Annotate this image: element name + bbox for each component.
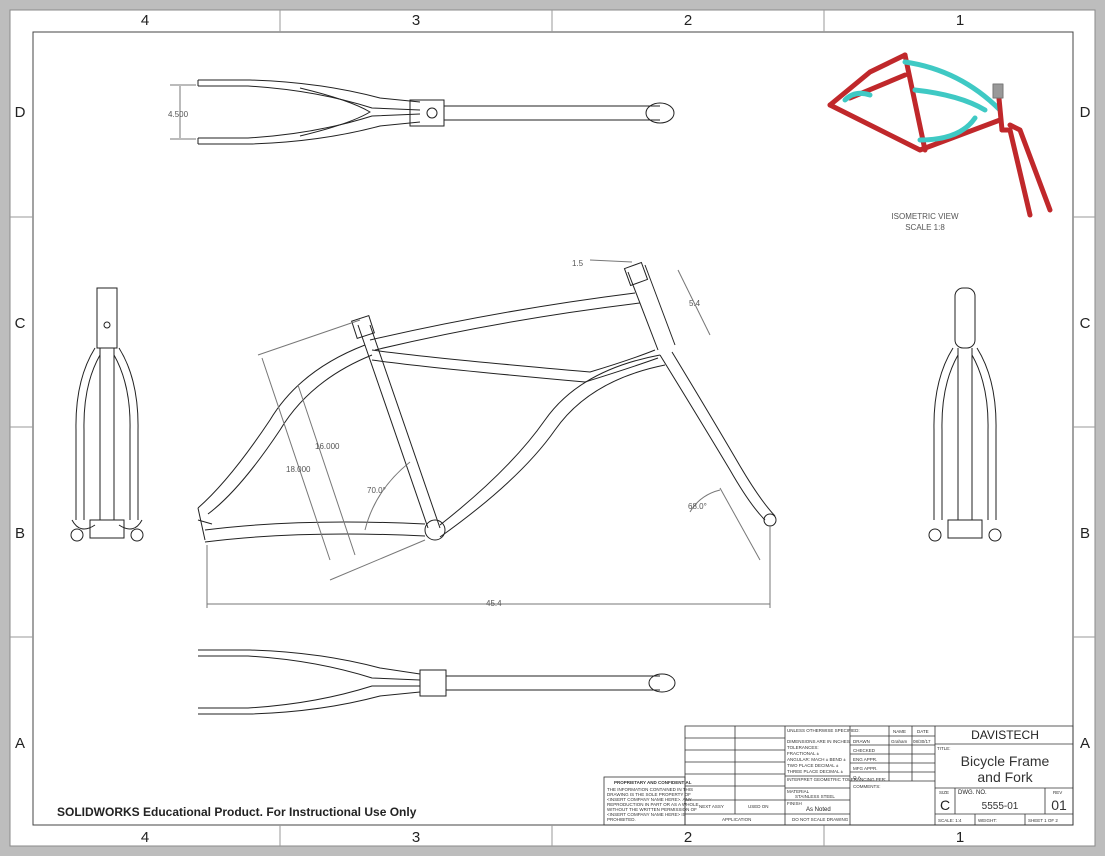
tb-qa: Q.A. bbox=[853, 775, 862, 780]
tb-finish-label: FINISH bbox=[787, 801, 802, 806]
front-view-left bbox=[70, 287, 144, 542]
zone-row-b-right: B bbox=[1080, 525, 1090, 542]
dim-head-offset-label: 1.5 bbox=[572, 259, 584, 268]
zone-col-3-bottom: 3 bbox=[412, 829, 420, 846]
zone-col-3-top: 3 bbox=[412, 12, 420, 29]
tb-proprietary-line7: PROHIBITED. bbox=[607, 817, 636, 822]
zone-col-2-bottom: 2 bbox=[684, 829, 692, 846]
zone-col-2-top: 2 bbox=[684, 12, 692, 29]
tb-proprietary-line6: <INSERT COMPANY NAME HERE> IS bbox=[607, 812, 686, 817]
tb-title-line1: Bicycle Frame bbox=[961, 753, 1050, 769]
tb-dims-inches: DIMENSIONS ARE IN INCHES bbox=[787, 739, 850, 744]
bottom-view bbox=[198, 649, 676, 715]
tb-mfg-appr: MFG APPR. bbox=[853, 766, 878, 771]
tb-drawn-date: 08/30/17 bbox=[913, 739, 931, 744]
tb-drawn-label: DRAWN bbox=[853, 739, 870, 744]
tb-proprietary-line2: DRAWING IS THE SOLE PROPERTY OF bbox=[607, 792, 691, 797]
tb-name-header: NAME bbox=[893, 729, 906, 734]
zone-row-d-left: D bbox=[15, 104, 26, 121]
zone-row-d-right: D bbox=[1080, 104, 1091, 121]
tb-tolerances: TOLERANCES: bbox=[787, 745, 819, 750]
tb-drawn-name: Graham bbox=[891, 739, 908, 744]
edu-notice: SOLIDWORKS Educational Product. For Inst… bbox=[57, 805, 417, 819]
tb-next-assy: NEXT ASSY bbox=[699, 804, 724, 809]
dim-head-length-label: 5.4 bbox=[689, 299, 701, 308]
dim-seat-angle-label: 70.0° bbox=[367, 486, 386, 495]
tb-dwg-no-value: 5555-01 bbox=[982, 801, 1019, 812]
title-block-lines bbox=[603, 725, 1074, 826]
tb-size-label: SIZE bbox=[939, 790, 949, 795]
zone-row-c-right: C bbox=[1080, 315, 1091, 332]
tb-rev-value: 01 bbox=[1051, 797, 1067, 813]
dim-seat-tube-outer-label: 18.000 bbox=[286, 465, 311, 474]
inner-border bbox=[32, 31, 1074, 826]
zone-row-c-left: C bbox=[15, 315, 26, 332]
tb-company: DAVISTECH bbox=[971, 728, 1039, 742]
isometric-view bbox=[827, 52, 1053, 218]
tb-application: APPLICATION bbox=[722, 817, 751, 822]
tb-two-place: TWO PLACE DECIMAL ± bbox=[787, 763, 839, 768]
tb-proprietary-line3: <INSERT COMPANY NAME HERE>. ANY bbox=[607, 797, 692, 802]
tb-material: STAINLESS STEEL bbox=[795, 794, 835, 799]
outer-border bbox=[9, 9, 1096, 847]
tb-do-not-scale: DO NOT SCALE DRAWING bbox=[792, 817, 849, 822]
zone-ticks bbox=[10, 10, 1095, 846]
zone-col-1-bottom: 1 bbox=[956, 829, 964, 846]
tb-proprietary-line5: WITHOUT THE WRITTEN PERMISSION OF bbox=[607, 807, 697, 812]
tb-title-label: TITLE: bbox=[937, 746, 951, 751]
isometric-caption-line2: SCALE 1:8 bbox=[905, 223, 945, 232]
tb-proprietary-title: PROPRIETARY AND CONFIDENTIAL bbox=[614, 780, 692, 785]
tb-date-header: DATE bbox=[917, 729, 929, 734]
tb-scale: SCALE: 1:4 bbox=[938, 818, 962, 823]
tb-dwg-no-label: DWG. NO. bbox=[958, 790, 987, 796]
dim-seat-tube-inner-label: 16.000 bbox=[315, 442, 340, 451]
tb-sheet: SHEET 1 OF 2 bbox=[1028, 818, 1058, 823]
tb-weight: WEIGHT: bbox=[978, 818, 997, 823]
isometric-caption-line1: ISOMETRIC VIEW bbox=[891, 212, 959, 221]
zone-col-4-bottom: 4 bbox=[141, 829, 149, 846]
tb-finish: As Noted bbox=[806, 807, 831, 813]
tb-material-label: MATERIAL bbox=[787, 789, 810, 794]
tb-interpret: INTERPRET GEOMETRIC TOLERANCING PER: bbox=[787, 777, 886, 782]
dim-head-angle-label: 68.0° bbox=[688, 502, 707, 511]
tb-title-line2: and Fork bbox=[977, 769, 1033, 785]
tb-rev-label: REV bbox=[1053, 790, 1062, 795]
tb-size-value: C bbox=[940, 797, 950, 813]
tb-angular: ANGULAR: MACH ± BEND ± bbox=[787, 757, 846, 762]
dim-fork-width-label: 4.500 bbox=[168, 110, 189, 119]
tb-proprietary-line4: REPRODUCTION IN PART OR AS A WHOLE bbox=[607, 802, 699, 807]
zone-row-b-left: B bbox=[15, 525, 25, 542]
tb-proprietary-line1: THE INFORMATION CONTAINED IN THIS bbox=[607, 787, 693, 792]
tb-used-on: USED ON bbox=[748, 804, 769, 809]
tb-three-place: THREE PLACE DECIMAL ± bbox=[787, 769, 844, 774]
tb-checked-label: CHECKED bbox=[853, 748, 876, 753]
dim-overall-length-label: 45.4 bbox=[486, 599, 502, 608]
tb-eng-appr: ENG APPR. bbox=[853, 757, 877, 762]
zone-row-a-left: A bbox=[15, 735, 25, 752]
side-view bbox=[197, 259, 777, 608]
zone-row-a-right: A bbox=[1080, 735, 1090, 752]
zone-col-4-top: 4 bbox=[141, 12, 149, 29]
tb-comments: COMMENTS: bbox=[853, 784, 881, 789]
front-view-right bbox=[928, 287, 1002, 542]
tb-fractional: FRACTIONAL ± bbox=[787, 751, 820, 756]
tb-unless: UNLESS OTHERWISE SPECIFIED: bbox=[787, 728, 860, 733]
zone-col-1-top: 1 bbox=[956, 12, 964, 29]
top-view bbox=[170, 79, 675, 145]
